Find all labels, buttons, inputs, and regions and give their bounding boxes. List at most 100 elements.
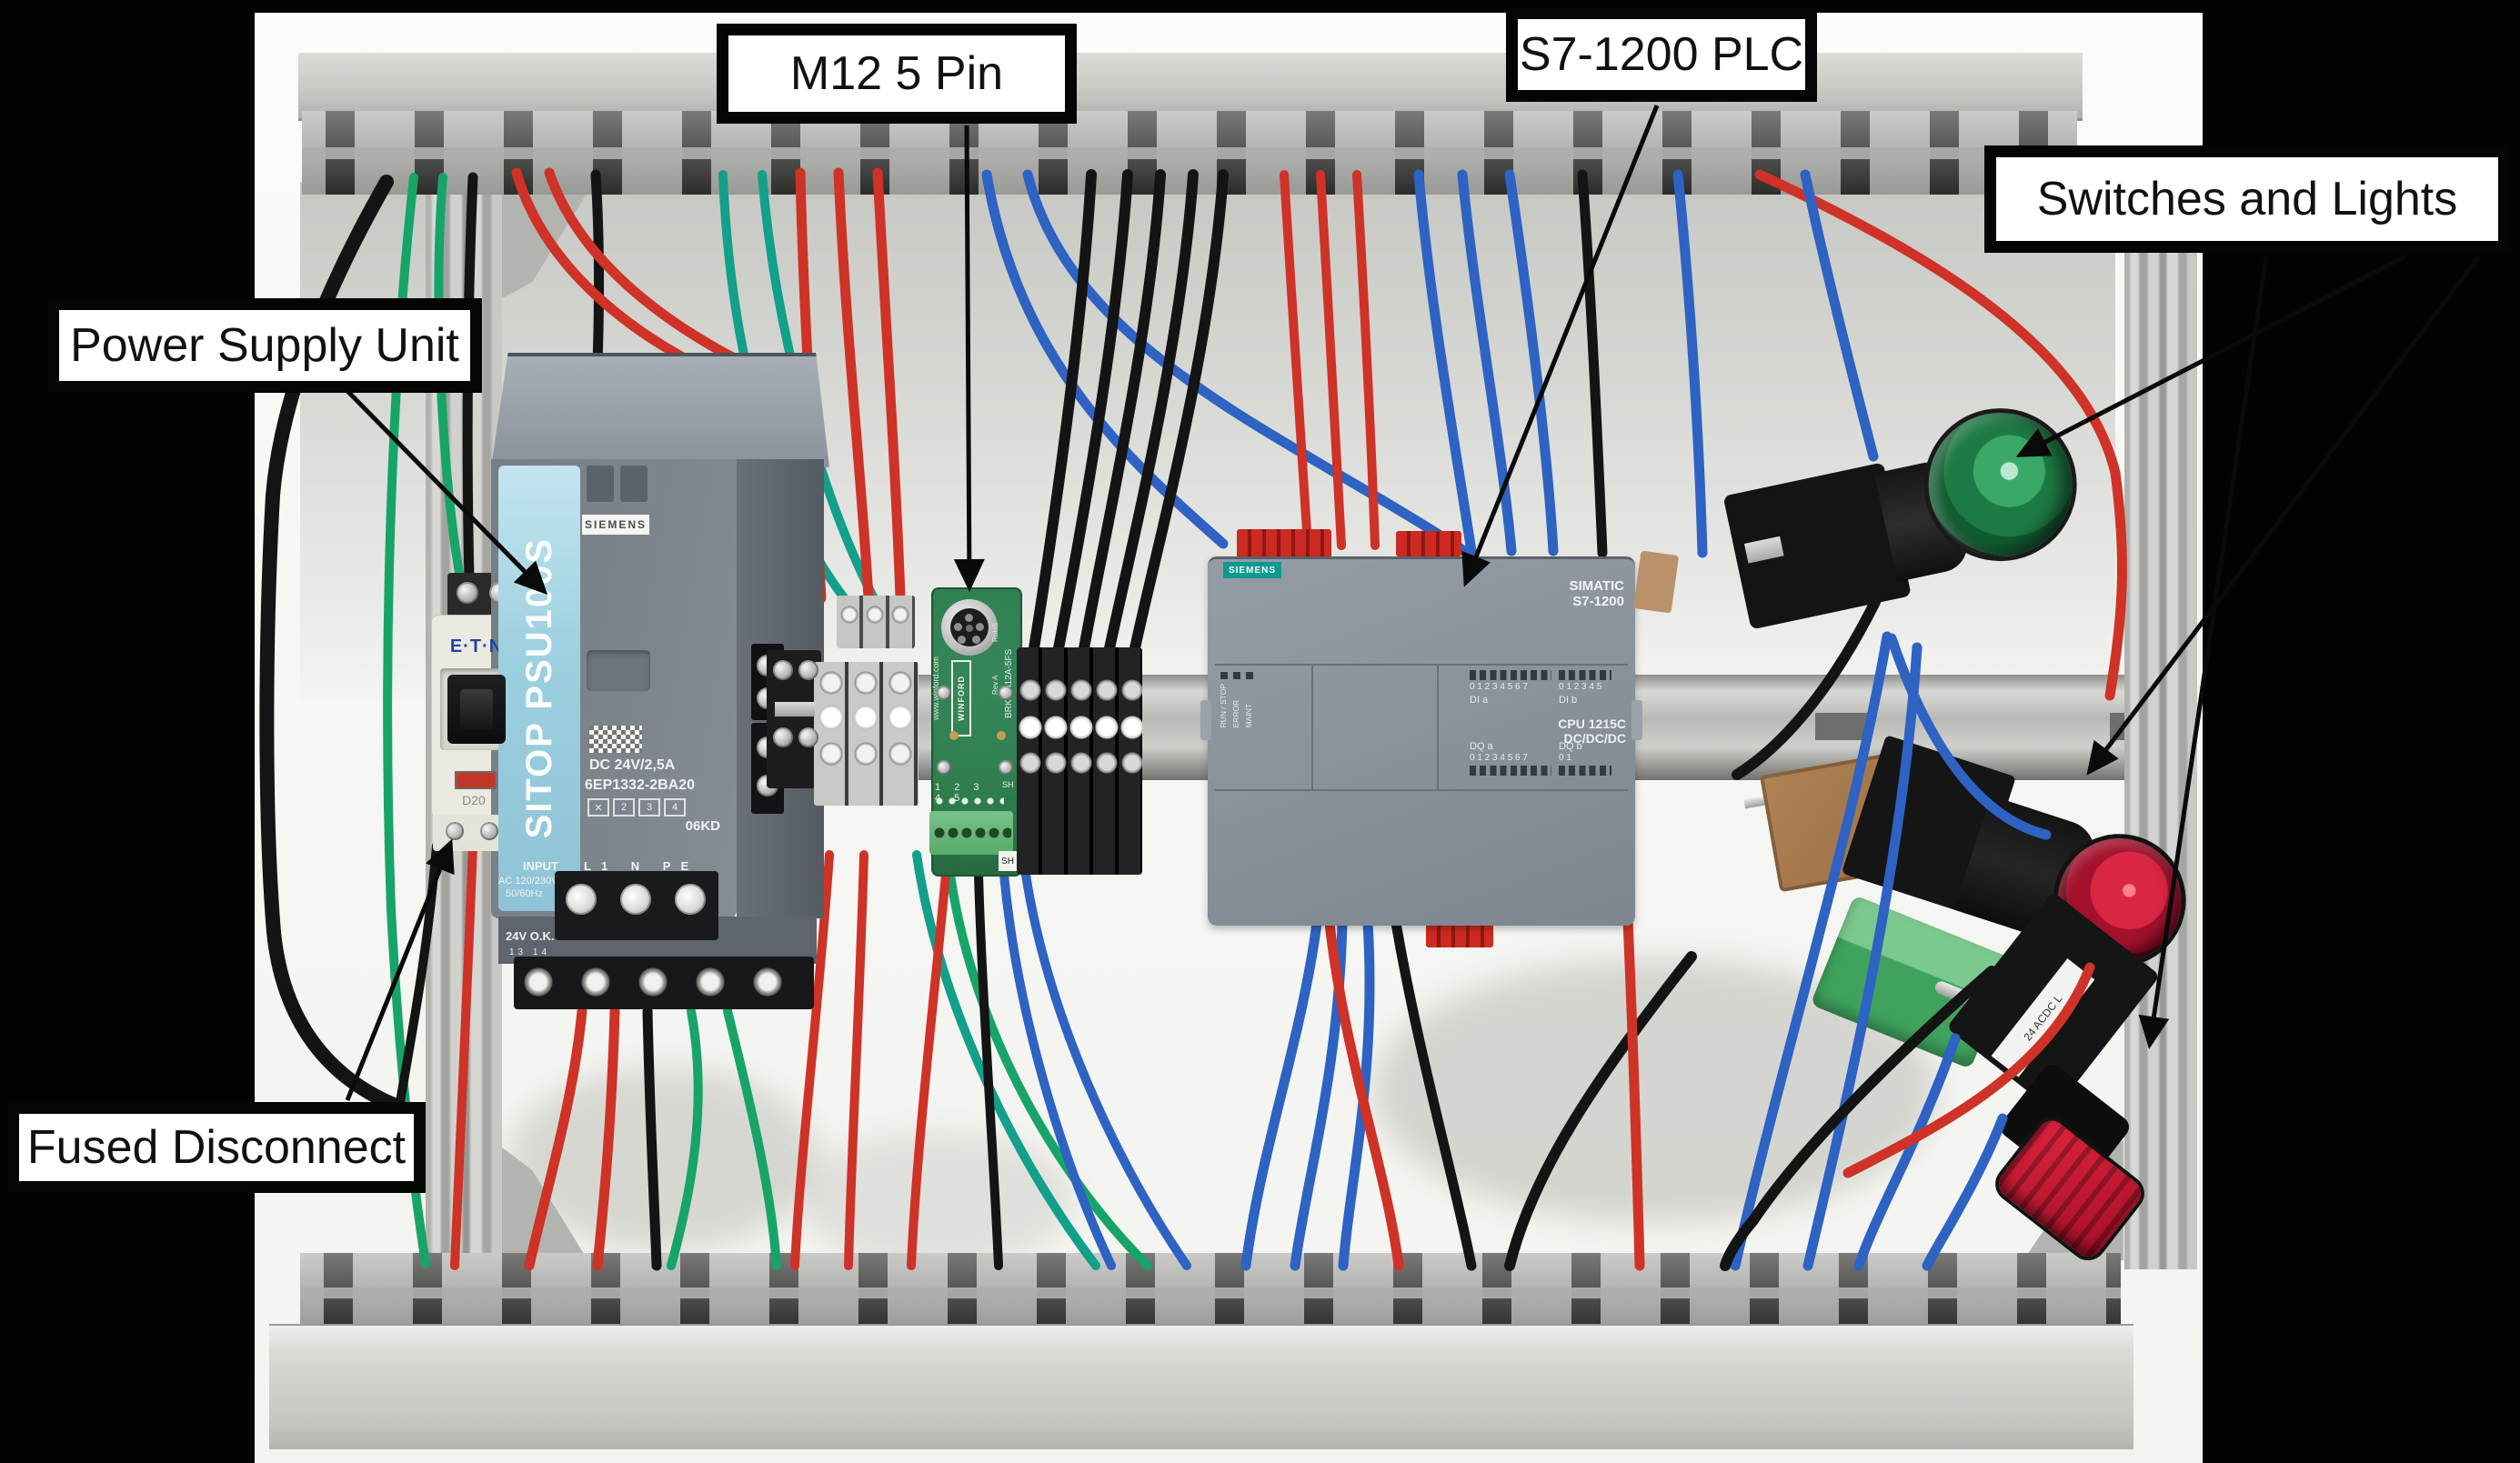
pcb-hole bbox=[949, 731, 959, 740]
terminal-screw bbox=[773, 727, 793, 747]
psu-ok-label: 24V O.K. bbox=[506, 929, 555, 943]
arrow-m12 bbox=[953, 125, 985, 592]
plc-model-text: SIMATIC S7-1200 bbox=[1526, 578, 1624, 609]
plc-dq-a-digits: 0 1 2 3 4 5 6 7 bbox=[1470, 753, 1528, 763]
arrow-plc bbox=[1461, 105, 1660, 587]
plc-di-a-leds bbox=[1470, 670, 1551, 680]
plc-family: SIMATIC bbox=[1569, 578, 1624, 594]
callout-plc: S7-1200 PLC bbox=[1506, 7, 1817, 102]
psu-clip-recess bbox=[587, 650, 650, 691]
plc-dq-b-leds bbox=[1559, 766, 1611, 776]
psu-input-freq: 50/60Hz bbox=[506, 888, 543, 899]
pcb-hole bbox=[997, 731, 1006, 740]
psu-dip-box: 3 bbox=[638, 798, 660, 817]
psu-code: 06KD bbox=[685, 818, 720, 834]
psu-vent bbox=[620, 466, 648, 502]
pcb-screw bbox=[999, 760, 1013, 775]
breaker-terminal-screw bbox=[446, 822, 464, 840]
eaton-logo: E·T·N bbox=[449, 636, 504, 656]
plc-top-ferrules bbox=[1396, 531, 1461, 556]
plc-seam bbox=[1437, 664, 1439, 791]
psu-dip-box: 4 bbox=[664, 798, 686, 817]
arrow-switch-red bbox=[2086, 255, 2481, 776]
m12-pin bbox=[958, 636, 966, 644]
psu-input-screw bbox=[620, 884, 651, 915]
gray-terminal-screws-top bbox=[816, 669, 918, 696]
plc-seam bbox=[1311, 664, 1313, 791]
gray-terminal-screws-mid bbox=[816, 704, 918, 731]
arrow-switch-selector bbox=[2138, 256, 2269, 1049]
callout-m12: M12 5 Pin bbox=[717, 24, 1077, 124]
plc-dq-b-digits: 0 1 bbox=[1559, 753, 1571, 763]
plc-di-b-leds bbox=[1559, 670, 1611, 680]
wiring-back bbox=[259, 167, 2127, 1271]
plc-seam bbox=[1215, 789, 1628, 791]
plc-dq-a-leds bbox=[1470, 766, 1551, 776]
plc-dq-a-label: DQ a bbox=[1470, 741, 1493, 752]
breaker-trip-indicator bbox=[455, 771, 497, 789]
arrow-psu bbox=[346, 389, 548, 596]
psu-band: SITOP PSU100S bbox=[498, 466, 580, 911]
terminal-screw bbox=[773, 660, 793, 680]
plc-status-leds bbox=[1220, 672, 1257, 679]
m12-pin-center bbox=[966, 625, 973, 632]
wiring-front bbox=[1720, 596, 2095, 1271]
m12-pin bbox=[954, 623, 962, 631]
plc-brand-label: SIEMENS bbox=[1223, 562, 1281, 578]
plc-seam bbox=[1215, 664, 1628, 666]
breaker-terminal-screw bbox=[457, 582, 478, 604]
plc-model: S7-1200 bbox=[1572, 594, 1624, 609]
arrow-switch-green bbox=[2015, 254, 2407, 457]
black-terminal-screws-top bbox=[1019, 678, 1142, 702]
pcb-sh-box: SH bbox=[999, 851, 1017, 871]
pcb-screw bbox=[937, 686, 951, 700]
pcb-terminal-slots bbox=[933, 818, 1011, 847]
pcb-screw bbox=[937, 760, 951, 775]
plc-dq-b-label: DQ b bbox=[1559, 741, 1582, 752]
arrow-disconnect bbox=[345, 838, 455, 1101]
breaker-terminal-screw bbox=[480, 822, 498, 840]
terminal-screw bbox=[798, 660, 818, 680]
m12-pin bbox=[965, 614, 973, 622]
callout-disconnect: Fused Disconnect bbox=[7, 1102, 426, 1193]
psu-datamatrix bbox=[589, 726, 642, 753]
black-terminal-screws-bottom bbox=[1019, 751, 1142, 775]
pcb-pads bbox=[935, 797, 1004, 806]
plc-din-clip bbox=[1631, 700, 1642, 740]
breaker-toggle-handle[interactable] bbox=[460, 689, 493, 729]
psu-contact-labels: 13 14 bbox=[509, 947, 551, 957]
psu-output-screws bbox=[520, 964, 808, 1000]
psu-input-label: INPUT bbox=[523, 859, 558, 873]
breaker-rating: D20 bbox=[462, 793, 486, 807]
callout-switches: Switches and Lights bbox=[1984, 145, 2510, 253]
m12-pin bbox=[976, 623, 984, 631]
psu-terminal-labels: L1 N PE bbox=[584, 859, 699, 873]
panel-photo: E·T·N D20 SITOP PSU100S SIEMENS DC 24V/2… bbox=[255, 13, 2203, 1463]
plc-di-b-digits: 0 1 2 3 4 5 bbox=[1559, 682, 1602, 692]
plc-cpu-text: CPU 1215C DC/DC/DC bbox=[1535, 716, 1626, 746]
plc-di-a-label: DI a bbox=[1470, 695, 1489, 706]
pcb-screw bbox=[999, 686, 1013, 700]
bottom-duct-fingers bbox=[300, 1253, 2121, 1331]
m12-pin bbox=[972, 636, 980, 644]
callout-psu: Power Supply Unit bbox=[47, 298, 482, 393]
psu-part-number: 6EP1332-2BA20 bbox=[585, 777, 695, 793]
psu-input-screw bbox=[675, 884, 706, 915]
terminal-jumper-bar bbox=[775, 702, 815, 716]
plc-cpu-type: DC/DC/DC bbox=[1563, 731, 1626, 746]
winford-logo: WINFORD bbox=[951, 660, 971, 737]
plc-body bbox=[1208, 556, 1635, 926]
gray-terminal-screws-bottom bbox=[816, 740, 918, 767]
psu-dip-box: ✕ bbox=[587, 798, 609, 817]
psu-input-volts: AC 120/230V bbox=[498, 876, 558, 887]
plc-di-b-label: DI b bbox=[1559, 695, 1578, 706]
upper-terminal-screws bbox=[838, 604, 915, 626]
bottom-duct-cover bbox=[269, 1324, 2133, 1449]
plc-din-clip bbox=[1200, 700, 1211, 740]
psu-dip-row: ✕ 2 3 4 bbox=[587, 798, 686, 817]
plc-top-ferrules bbox=[1237, 529, 1331, 558]
psu-input-screw bbox=[566, 884, 597, 915]
psu-vent bbox=[587, 466, 614, 502]
